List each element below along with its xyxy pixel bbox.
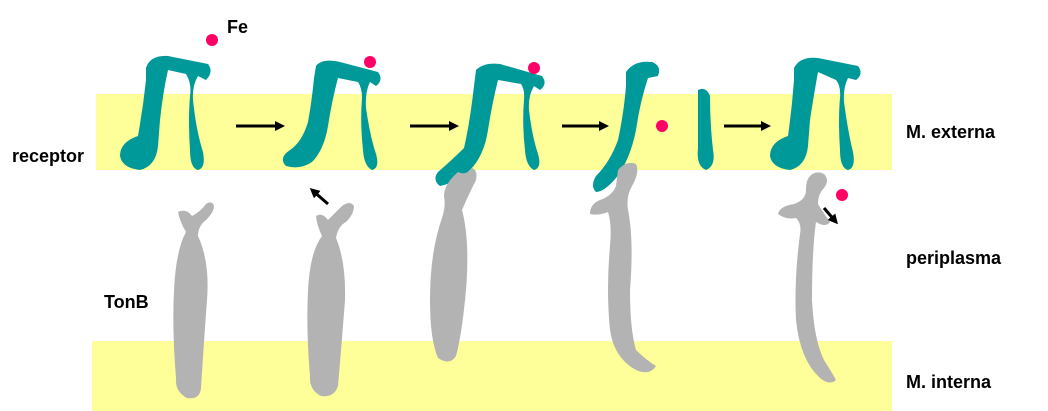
iron-ion-dot [528, 62, 540, 74]
movement-arrow [312, 190, 328, 204]
iron-ion-dot [656, 120, 668, 132]
periplasm-label: periplasma [906, 248, 1002, 268]
tonb-protein [430, 168, 477, 362]
iron-ion-dot [364, 56, 376, 68]
tonb-label: TonB [104, 292, 149, 312]
receptor-label: receptor [12, 146, 84, 166]
fe-label: Fe [227, 17, 248, 37]
tonb-protein [590, 163, 656, 372]
inner-membrane-label: M. interna [906, 372, 992, 392]
inner-membrane-band [92, 341, 892, 411]
iron-ion-dot [206, 34, 218, 46]
outer-membrane-label: M. externa [906, 122, 996, 142]
iron-ion-dot [836, 189, 848, 201]
